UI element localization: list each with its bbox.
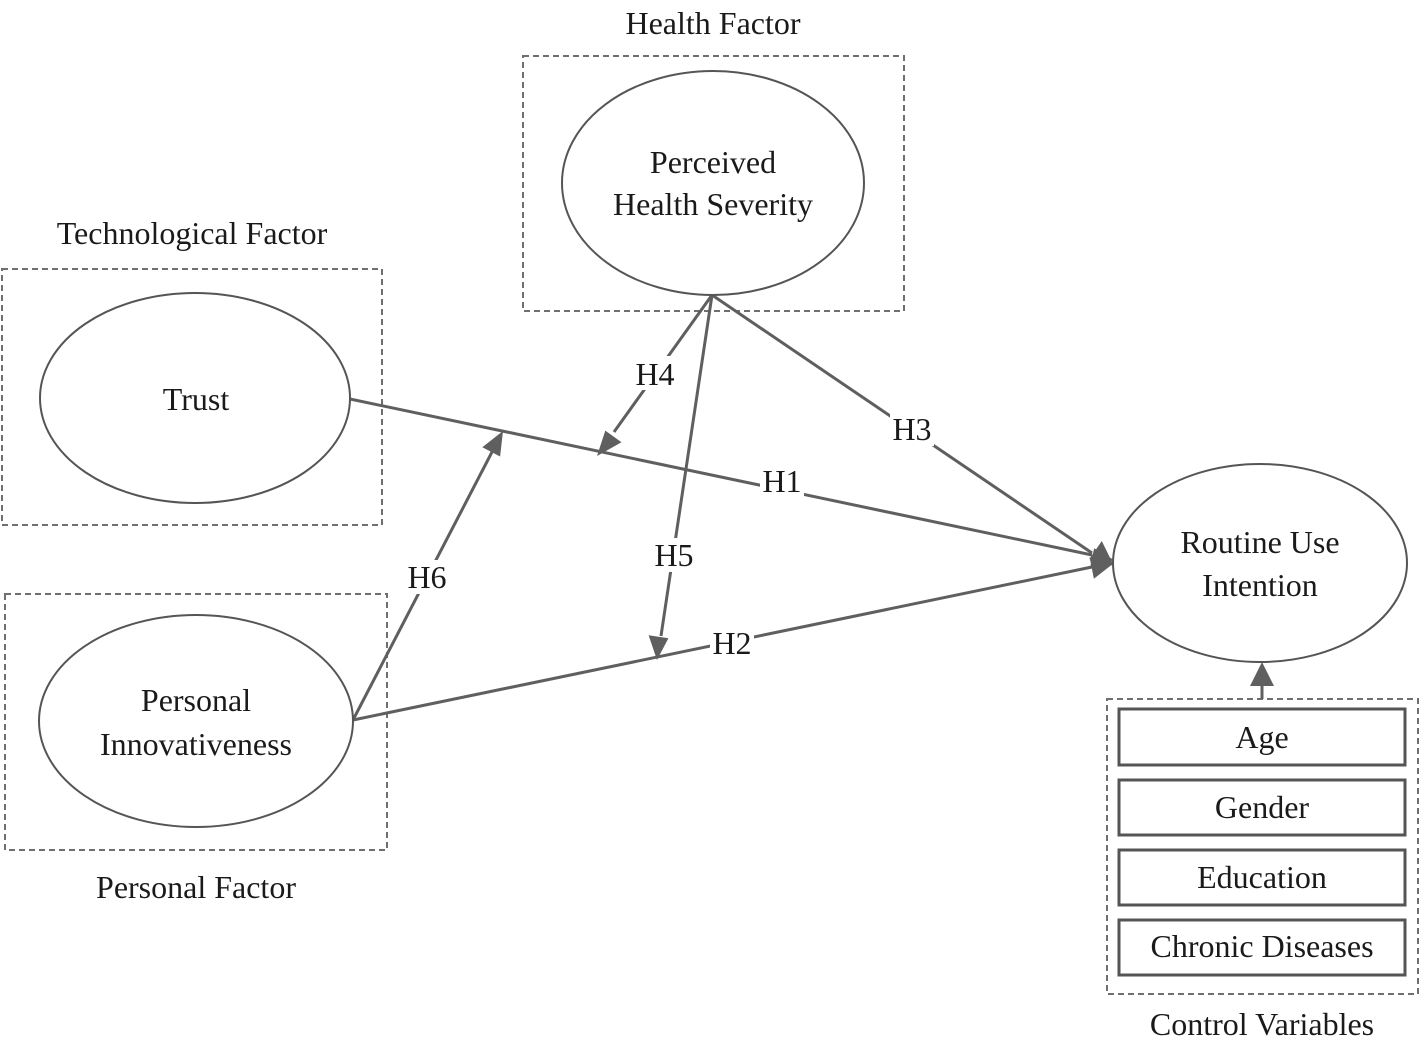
control-education-label: Education [1197,859,1327,895]
control-chronic-diseases-box [1117,918,1407,977]
arrow-head-h6 [482,431,503,457]
arrow-head-h3 [1089,541,1114,566]
control-gender-label: Gender [1215,789,1310,825]
personal-innovativeness-line1: Personal [141,682,251,718]
routine-use-intention-node [1112,463,1408,663]
arrow-head-h5 [648,635,669,660]
trust-label: Trust [163,381,230,417]
perceived-health-severity-line1: Perceived [650,144,776,180]
control-education-box [1117,848,1407,907]
h3-label: H3 [892,411,931,447]
h1-label: H1 [762,463,801,499]
control-age-label: Age [1235,719,1288,755]
arrow-head-h4 [597,430,622,456]
routine-use-intention-line2: Intention [1202,567,1318,603]
h4-label: H4 [635,356,674,392]
h4-label-bg [633,356,677,390]
h2-label-bg [710,626,754,660]
health-factor-label: Health Factor [625,5,800,41]
control-chronic-diseases-label: Chronic Diseases [1150,928,1373,964]
h5-label-bg [652,538,696,572]
personal-innovativeness-node [38,614,354,828]
h6-label: H6 [407,559,446,595]
path-h5-line [659,294,714,637]
technological-factor-box [1,268,383,526]
routine-use-intention-line1: Routine Use [1180,524,1339,560]
perceived-health-severity-node [561,70,865,296]
trust-node [39,292,351,504]
personal-innovativeness-line2: Innovativeness [100,726,292,762]
h2-label: H2 [712,625,751,661]
personal-factor-box [4,593,388,851]
health-factor-box [522,55,905,312]
h6-label-bg [405,560,449,594]
control-age-box [1117,707,1407,767]
h5-label: H5 [654,537,693,573]
personal-factor-label: Personal Factor [96,869,296,905]
h1-label-bg [760,463,804,497]
control-gender-box [1117,778,1407,837]
perceived-health-severity-line2: Health Severity [613,186,813,222]
h3-label-bg [890,412,934,446]
path-h1-line [349,397,1093,557]
arrow-head-controls [1250,662,1274,686]
control-variables-label: Control Variables [1150,1006,1374,1042]
technological-factor-label: Technological Factor [57,215,328,251]
